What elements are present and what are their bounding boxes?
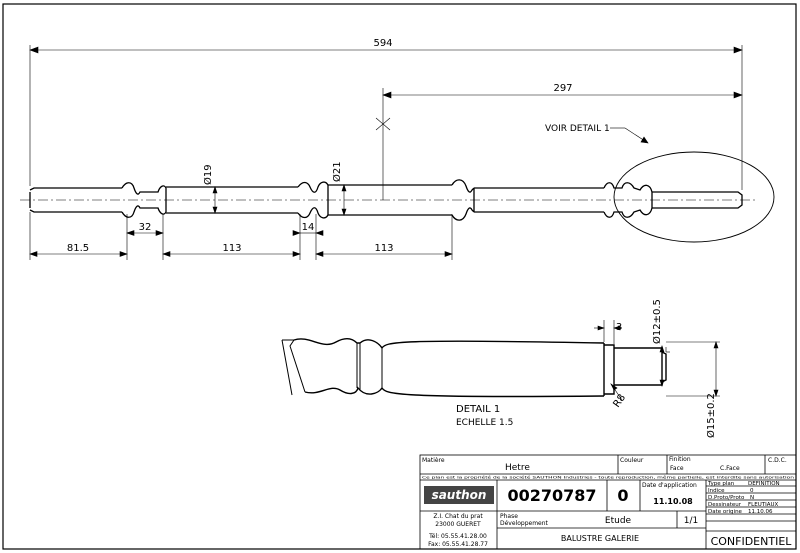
date-origine-value: 11.10.06	[748, 509, 773, 515]
address-line-2: 23000 GUERET	[435, 521, 481, 528]
indice-value: 0	[750, 488, 754, 494]
detail-callout-text: VOIR DETAIL 1	[545, 124, 610, 134]
matiere-label: Matière	[422, 457, 445, 464]
section-2	[327, 184, 452, 216]
dessinateur-label: Dessinateur	[708, 502, 742, 508]
dim-297-text: 297	[553, 83, 572, 94]
ring-center	[297, 181, 329, 219]
revision: 0	[617, 486, 628, 505]
detail-scale: ECHELLE 1.5	[456, 418, 513, 428]
dim-81-5-text: 81.5	[67, 243, 89, 254]
ring-right-center	[451, 179, 475, 221]
matiere-value: Hetre	[505, 463, 530, 473]
fax: Fax: 05.55.41.28.77	[428, 541, 488, 548]
detail-ellipse	[613, 151, 775, 243]
ring-right	[603, 182, 653, 218]
bottom-dims	[29, 212, 453, 260]
part-number: 00270787	[507, 486, 596, 505]
type-plan-label: Type plan	[707, 481, 735, 487]
finition-cface: C.Face	[720, 465, 740, 472]
dim-d19	[212, 186, 218, 214]
date-label: Date d'application	[642, 482, 697, 489]
sheet: 1/1	[684, 516, 698, 526]
dim-113-b-text: 113	[374, 243, 393, 254]
indice-label: Indice	[708, 488, 725, 494]
dim-32-text: 32	[139, 222, 152, 233]
date-value: 11.10.08	[653, 497, 693, 506]
section-3	[473, 187, 604, 213]
proto-label: D.Proto/Proto	[708, 495, 745, 501]
left-pin	[29, 187, 122, 213]
dim-113-a-text: 113	[222, 243, 241, 254]
detail-callout-leader	[610, 127, 649, 144]
detail-1-view	[281, 338, 667, 398]
tel: Tél: 05.55.41.28.00	[428, 533, 487, 540]
couleur-label: Couleur	[620, 457, 644, 464]
dim-297	[375, 88, 743, 200]
address-line-1: Z.I. Chat du prat	[433, 513, 483, 520]
etude: Etude	[605, 516, 632, 526]
dim-d21	[341, 184, 347, 216]
right-pin	[652, 191, 743, 209]
designation: BALUSTRE GALERIE	[561, 534, 639, 543]
cdc-label: C.D.C.	[768, 457, 787, 464]
phase-label: Phase	[500, 513, 518, 520]
detail-dim-r8-text: R8	[611, 393, 628, 410]
dim-594-text: 594	[373, 38, 392, 49]
sheet-border	[2, 3, 797, 550]
proto-value: N	[750, 495, 754, 501]
property-notice: Ce plan est la propriété de la société S…	[422, 476, 794, 480]
dim-d19-text: Ø19	[202, 164, 214, 185]
date-origine-label: Date origine	[708, 509, 743, 515]
detail-dim-3-text: 3	[616, 322, 622, 333]
phase-value: Développement	[500, 520, 549, 527]
detail-dim-15-text: Ø15±0.2	[705, 393, 717, 438]
finition-face: Face	[670, 465, 684, 472]
sauthon-logo	[424, 486, 494, 504]
detail-dim-12-text: Ø12±0.5	[651, 299, 663, 344]
sauthon-logo-text: sauthon	[432, 488, 487, 502]
type-plan-value: DEFINITION	[748, 481, 780, 487]
detail-dims	[594, 320, 720, 401]
title-block-grid	[419, 454, 797, 550]
dim-14-text: 14	[302, 222, 315, 233]
dim-594	[29, 45, 743, 190]
finition-label: Finition	[669, 456, 691, 463]
ring-left	[121, 182, 167, 218]
detail-title: DETAIL 1	[456, 404, 500, 415]
dim-d21-text: Ø21	[331, 161, 343, 182]
baluster-main-view	[20, 151, 775, 243]
dessinateur-value: FLEUTIAUX	[748, 502, 778, 508]
section-1	[165, 186, 298, 214]
confidentiel: CONFIDENTIEL	[711, 535, 793, 548]
